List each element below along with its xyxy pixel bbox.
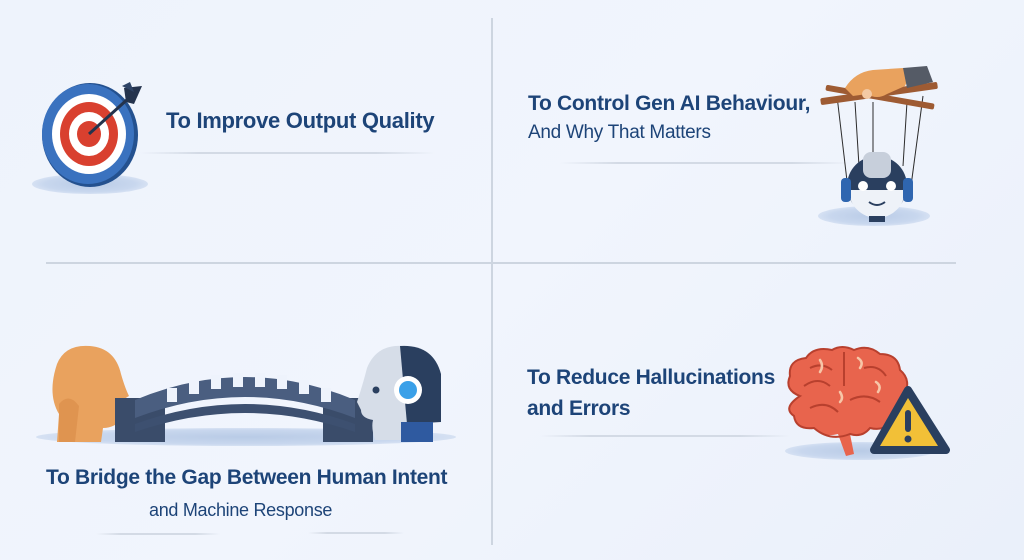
brain-icon bbox=[787, 346, 909, 456]
horizontal-divider bbox=[46, 262, 956, 264]
title-underline bbox=[560, 162, 850, 164]
title-underline-left bbox=[96, 533, 220, 535]
warning-triangle-icon bbox=[870, 386, 950, 454]
title-reduce-hallucinations-line2: and Errors bbox=[527, 397, 631, 420]
title-underline bbox=[140, 152, 435, 154]
vertical-divider bbox=[491, 18, 493, 545]
title-bridge-gap-line1: To Bridge the Gap Between Human Intent bbox=[46, 466, 448, 489]
puppet-robot-icon bbox=[820, 66, 938, 222]
title-improve-output-quality: To Improve Output Quality bbox=[166, 108, 435, 133]
title-control-gen-ai-line2: And Why That Matters bbox=[528, 122, 711, 143]
title-bridge-gap-line2: and Machine Response bbox=[149, 500, 333, 520]
robot-head-icon bbox=[357, 345, 441, 442]
title-underline-right bbox=[308, 532, 404, 534]
target-with-arrow-icon bbox=[42, 82, 142, 187]
human-robot-bridge-icon bbox=[52, 345, 441, 442]
title-reduce-hallucinations-line1: To Reduce Hallucinations bbox=[527, 366, 775, 389]
title-control-gen-ai-line1: To Control Gen AI Behaviour, bbox=[528, 92, 811, 115]
brain-warning-icon bbox=[787, 346, 950, 456]
title-underline bbox=[540, 435, 790, 437]
